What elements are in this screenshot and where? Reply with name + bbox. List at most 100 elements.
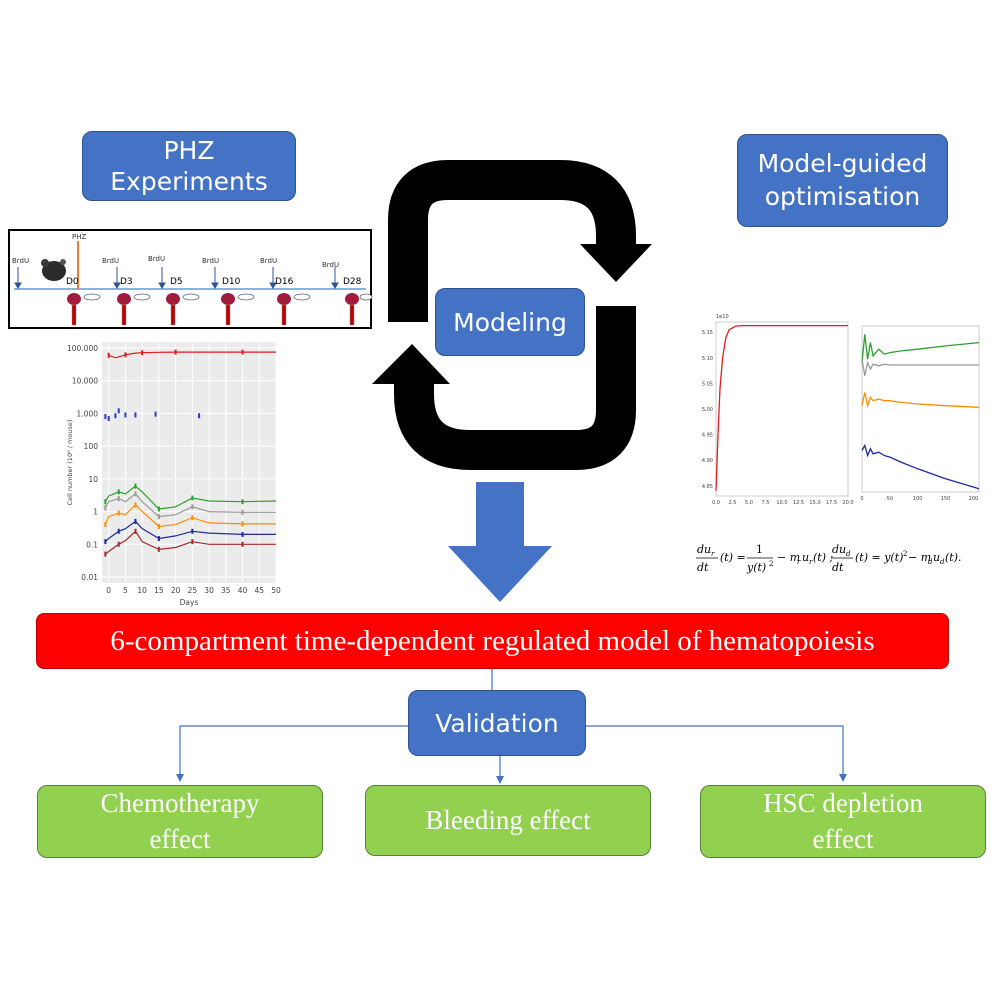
x-tick-label: 150 xyxy=(941,496,951,502)
data-point xyxy=(114,413,117,419)
day-label-4: D16 xyxy=(275,277,294,287)
svg-text:u: u xyxy=(802,551,809,564)
x-tick-label: 0.0 xyxy=(712,500,720,506)
mouse-icon xyxy=(41,259,66,281)
brdu-label-0: BrdU xyxy=(12,257,30,265)
connector-to-chemo-head xyxy=(176,774,184,782)
data-point xyxy=(107,415,110,421)
data-point xyxy=(124,352,127,358)
y-tick-label: 10 xyxy=(88,475,98,484)
data-point xyxy=(191,495,194,501)
chemotherapy-effect-box: Chemotherapy effect xyxy=(37,785,323,858)
x-tick-label: 100 xyxy=(913,496,923,502)
cycle-arrow-bottom-head xyxy=(372,344,450,384)
data-point xyxy=(117,528,120,534)
plot-frame xyxy=(861,325,980,493)
y-tick-label: 10.000 xyxy=(72,377,98,386)
x-tick-label: 20.0 xyxy=(842,500,853,506)
svg-text:du: du xyxy=(832,543,846,556)
timeline-panel: PHZ BrdU BrdU BrdU BrdU BrdU BrdU D0 D3 … xyxy=(8,229,373,329)
phz-experiments-box: PHZ Experiments xyxy=(82,131,296,201)
data-point xyxy=(104,499,107,505)
y-tick-label: 5.10 xyxy=(702,356,713,362)
data-point xyxy=(157,506,160,512)
x-tick-label: 5.0 xyxy=(745,500,753,506)
svg-text:(t) ;: (t) ; xyxy=(813,551,834,564)
data-point xyxy=(107,352,110,358)
x-tick-label: 45 xyxy=(254,586,264,595)
data-point xyxy=(104,505,107,511)
svg-text:r: r xyxy=(797,558,801,566)
cycle-arrow-top xyxy=(388,160,636,322)
down-arrow xyxy=(448,482,552,602)
hsc-depletion-effect-box: HSC depletion effect xyxy=(700,785,986,858)
data-point xyxy=(241,499,244,505)
bleeding-effect-box: Bleeding effect xyxy=(365,785,651,856)
cycle-arrow-top-head xyxy=(580,244,652,282)
svg-text:du: du xyxy=(697,543,711,556)
x-tick-label: 0 xyxy=(860,496,863,502)
svg-text:− m: − m xyxy=(777,551,800,564)
cycle-arrow-bottom xyxy=(394,306,636,470)
model-guided-optimisation-box: Model-guided optimisation xyxy=(737,134,948,227)
modeling-box: Modeling xyxy=(435,288,585,356)
x-tick-label: 20 xyxy=(171,586,181,595)
x-tick-label: 5 xyxy=(123,586,128,595)
svg-text:1: 1 xyxy=(756,543,763,556)
data-point xyxy=(104,551,107,557)
x-tick-label: 10 xyxy=(137,586,147,595)
brdu-label-4: BrdU xyxy=(260,257,278,265)
svg-text:− m: − m xyxy=(908,551,931,564)
data-point xyxy=(198,413,201,419)
x-tick-label: 200 xyxy=(969,496,979,502)
data-point xyxy=(154,411,157,417)
data-point xyxy=(117,510,120,516)
svg-text:u: u xyxy=(933,551,940,564)
x-tick-label: 7.5 xyxy=(762,500,770,506)
data-point xyxy=(241,509,244,515)
data-point xyxy=(117,489,120,495)
data-point xyxy=(141,350,144,356)
svg-text:y(t): y(t) xyxy=(746,561,766,574)
x-tick-label: 10.0 xyxy=(776,500,787,506)
data-point xyxy=(157,536,160,542)
day-label-2: D5 xyxy=(170,277,183,287)
y-tick-label: 1 xyxy=(93,508,98,517)
series-line xyxy=(104,485,277,510)
y-tick-label: 100.000 xyxy=(67,344,98,353)
validation-box: Validation xyxy=(408,690,586,756)
brdu-label-1: BrdU xyxy=(102,257,120,265)
connector-to-chemo xyxy=(179,725,408,778)
data-point xyxy=(117,408,120,414)
y-tick-label: 4.90 xyxy=(702,458,713,464)
x-tick-label: 35 xyxy=(221,586,231,595)
x-tick-label: 15.0 xyxy=(809,500,820,506)
data-point xyxy=(124,412,127,418)
day-label-3: D10 xyxy=(222,277,241,287)
y-offset-label: 1e10 xyxy=(716,314,729,320)
series-line xyxy=(861,392,980,409)
data-point xyxy=(241,521,244,527)
day-label-5: D28 xyxy=(343,277,362,287)
data-point xyxy=(104,414,107,420)
data-point xyxy=(134,491,137,497)
svg-text:r: r xyxy=(809,558,813,566)
svg-text:dt: dt xyxy=(832,561,844,574)
data-point xyxy=(241,541,244,547)
svg-text:d: d xyxy=(846,550,851,558)
y-tick-label: 5.00 xyxy=(702,407,713,413)
svg-text:(t).: (t). xyxy=(945,551,962,564)
svg-text:(t) = y(t): (t) = y(t) xyxy=(855,551,903,564)
series-line xyxy=(861,334,980,363)
series-line xyxy=(861,359,979,376)
data-point xyxy=(134,483,137,489)
x-tick-label: 17.5 xyxy=(826,500,837,506)
connector-to-hsc-head xyxy=(839,774,847,782)
svg-text:d: d xyxy=(928,558,933,566)
y-tick-label: 0.1 xyxy=(86,540,98,549)
